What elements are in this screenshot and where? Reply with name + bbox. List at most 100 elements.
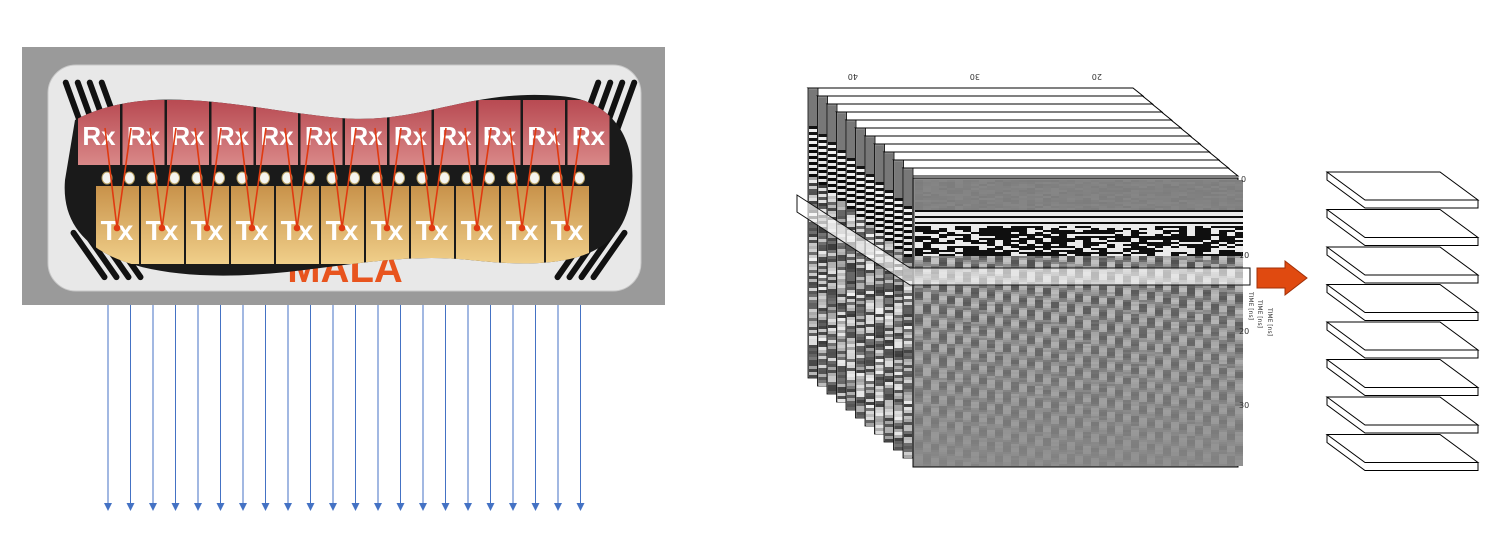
radar-pixel — [1083, 328, 1091, 330]
radar-trace — [828, 139, 836, 142]
radar-pixel — [1219, 302, 1227, 304]
radar-pixel — [1011, 212, 1019, 214]
radar-trace — [828, 166, 836, 169]
radar-trace — [885, 211, 893, 214]
radar-trace — [895, 198, 903, 201]
radar-trace — [809, 234, 817, 237]
radar-trace — [904, 194, 912, 197]
radar-pixel — [1115, 224, 1123, 226]
radar-pixel — [931, 226, 939, 228]
radar-pixel — [1011, 324, 1019, 326]
radar-pixel — [1059, 214, 1067, 216]
radar-pixel — [1227, 252, 1235, 254]
radar-pixel — [947, 340, 955, 342]
radar-pixel — [1059, 188, 1067, 190]
radar-pixel — [963, 336, 971, 338]
radar-pixel — [1211, 330, 1219, 332]
radar-pixel — [1187, 314, 1195, 316]
radar-trace — [809, 324, 817, 327]
radar-pixel — [1123, 208, 1131, 210]
radar-pixel — [1051, 186, 1059, 188]
radar-pixel — [1155, 220, 1163, 222]
radar-pixel — [1187, 328, 1195, 330]
radar-pixel — [923, 348, 931, 350]
radar-pixel — [1219, 328, 1227, 330]
radar-trace — [847, 140, 855, 143]
radar-pixel — [1019, 298, 1027, 300]
radar-pixel — [1211, 242, 1219, 244]
radar-trace — [828, 121, 836, 124]
radar-pixel — [1003, 298, 1011, 300]
radar-pixel — [1147, 322, 1155, 324]
radar-pixel — [1211, 236, 1219, 238]
radar-pixel — [1155, 244, 1163, 246]
radar-pixel — [963, 362, 971, 364]
radar-trace — [895, 180, 903, 183]
radar-pixel — [1219, 238, 1227, 240]
radar-pixel — [995, 334, 1003, 336]
radar-trace — [828, 367, 836, 370]
radar-pixel — [1043, 262, 1051, 264]
radar-pixel — [1099, 298, 1107, 300]
radar-pixel — [1043, 332, 1051, 334]
radar-pixel — [1211, 196, 1219, 198]
radar-pixel — [947, 300, 955, 302]
radar-trace — [885, 217, 893, 220]
radar-pixel — [1051, 228, 1059, 230]
radar-pixel — [1091, 358, 1099, 360]
radar-pixel — [987, 336, 995, 338]
radar-pixel — [963, 256, 971, 258]
radar-trace — [847, 269, 855, 272]
radar-pixel — [1035, 324, 1043, 326]
radar-pixel — [1083, 358, 1091, 360]
radar-pixel — [1067, 308, 1075, 310]
radar-pixel — [1195, 180, 1203, 182]
radar-pixel — [1155, 248, 1163, 250]
radar-trace — [885, 352, 893, 355]
radar-pixel — [1139, 226, 1147, 228]
radar-pixel — [1163, 238, 1171, 240]
radar-pixel — [931, 338, 939, 340]
radar-pixel — [1211, 250, 1219, 252]
radar-trace — [847, 224, 855, 227]
radar-pixel — [1219, 252, 1227, 254]
radar-pixel — [1019, 308, 1027, 310]
radar-pixel — [1131, 354, 1139, 356]
radar-pixel — [987, 352, 995, 354]
radar-pixel — [1139, 218, 1147, 220]
radar-pixel — [979, 338, 987, 340]
radar-pixel — [1091, 182, 1099, 184]
radar-pixel — [1091, 234, 1099, 236]
radar-pixel — [939, 256, 947, 258]
radar-pixel — [1091, 240, 1099, 242]
radar-pixel — [1131, 234, 1139, 236]
radar-pixel — [1059, 332, 1067, 334]
radar-pixel — [1051, 224, 1059, 226]
radar-pixel — [1147, 192, 1155, 194]
radar-pixel — [1195, 236, 1203, 238]
radar-pixel — [979, 206, 987, 208]
radar-trace — [838, 279, 846, 282]
radar-pixel — [947, 262, 955, 264]
radar-trace — [876, 239, 884, 242]
radar-pixel — [1179, 340, 1187, 342]
radar-pixel — [1171, 232, 1179, 234]
radar-trace — [857, 415, 865, 418]
radar-pixel — [1075, 196, 1083, 198]
radar-pixel — [1075, 310, 1083, 312]
radar-pixel — [1203, 286, 1211, 288]
radar-trace — [885, 358, 893, 361]
radar-trace — [838, 303, 846, 306]
radar-trace — [809, 192, 817, 195]
radar-pixel — [1155, 254, 1163, 256]
radar-pixel — [1163, 334, 1171, 336]
radar-pixel — [1171, 216, 1179, 218]
radar-pixel — [963, 234, 971, 236]
radar-trace — [838, 390, 846, 393]
radar-pixel — [915, 228, 923, 230]
radar-pixel — [1179, 204, 1187, 206]
radar-pixel — [971, 338, 979, 340]
radar-pixel — [1083, 298, 1091, 300]
radar-pixel — [1123, 184, 1131, 186]
radar-pixel — [1019, 196, 1027, 198]
